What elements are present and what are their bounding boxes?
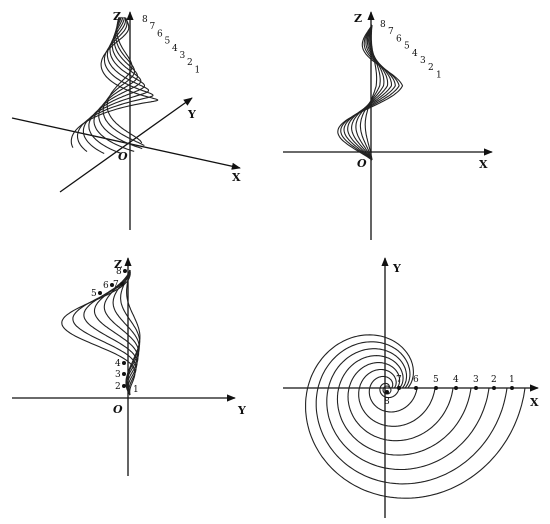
curve-number-label: 2 <box>491 375 497 385</box>
y-axis <box>59 97 193 193</box>
spiral-curve <box>305 334 526 499</box>
curve-number-label: 7 <box>388 27 394 37</box>
curve-number-label: 1 <box>509 375 515 385</box>
curve-number-label: 2 <box>428 63 434 73</box>
y-axis-label: Y <box>237 404 246 417</box>
curve-point-marker <box>122 384 126 388</box>
helix-curve <box>347 24 393 161</box>
z-axis-label: Z <box>354 12 362 25</box>
curve-number-label: 6 <box>103 281 109 291</box>
curve-point-marker <box>397 386 401 390</box>
helix-curve <box>103 269 140 396</box>
curve-point-marker <box>492 386 496 390</box>
curve-point-marker <box>454 386 458 390</box>
origin-label: O <box>113 403 123 416</box>
curve-number-label: 8 <box>384 397 390 407</box>
curve-number-label: 3 <box>115 370 121 380</box>
curve-point-marker <box>510 386 514 390</box>
spiral-curve <box>336 355 472 456</box>
curve-point-marker <box>385 390 389 394</box>
spiral-curve <box>347 362 454 442</box>
panel-yz-projection: Z Y O 1 8 765 43 2 <box>12 257 246 476</box>
curve-point-marker <box>120 282 124 286</box>
spiral-curve <box>379 382 400 399</box>
helix-curves <box>337 24 404 161</box>
curve-number-labels: 1 2 3 4 5 6 7 8 <box>384 375 515 407</box>
helix-curve <box>70 18 159 148</box>
spiral-curve <box>315 341 508 485</box>
panel-xy-projection: Y X 1 2 3 4 5 6 7 8 <box>283 257 539 518</box>
helix-curve <box>359 24 381 161</box>
curve-number-label: 5 <box>404 42 410 52</box>
curve-number-label: 4 <box>172 44 178 54</box>
spiral-curve <box>358 368 436 427</box>
spiral-curve <box>326 348 490 471</box>
helix-curve <box>340 24 400 161</box>
curve-number-label: 1 <box>436 70 442 80</box>
curve-point-marker <box>110 283 114 287</box>
spiral-curve <box>368 375 418 413</box>
curve-point-marker <box>122 361 126 365</box>
helix-curve <box>112 269 140 396</box>
curve-number-label: 7 <box>150 22 156 32</box>
helix-curve <box>337 24 404 161</box>
x-axis-label: X <box>530 396 539 409</box>
curve-number-label: 6 <box>157 29 163 39</box>
curve-point-marker <box>98 291 102 295</box>
curve-number-label: 2 <box>115 382 121 392</box>
curve-number-label: 5 <box>91 289 97 299</box>
y-axis-label: Y <box>392 262 401 275</box>
z-axis-label: Z <box>114 258 122 271</box>
spiral-curves <box>305 334 526 499</box>
origin-label: O <box>357 157 367 170</box>
z-axis-label: Z <box>113 10 121 23</box>
helix-curve <box>83 269 138 396</box>
curve-number-label: 8 <box>116 267 122 277</box>
curve-number-label: 4 <box>412 49 418 59</box>
helix-curve <box>355 24 385 161</box>
curve-number-label: 3 <box>473 375 479 385</box>
helix-curve <box>351 24 389 161</box>
helix-curves <box>61 269 141 396</box>
curve-number-label: 2 <box>187 58 193 68</box>
curve-number-label: 8 <box>142 15 148 25</box>
helix-curve <box>106 17 143 144</box>
curve-number-label: 3 <box>420 56 426 66</box>
helix-curve <box>88 17 146 154</box>
helix-curve <box>61 269 136 396</box>
curve-number-label: 4 <box>453 375 459 385</box>
curve-number-label: 6 <box>396 34 402 44</box>
y-axis-label: Y <box>187 108 196 121</box>
curve-point-marker <box>123 269 127 273</box>
x-axis-label: X <box>479 158 488 171</box>
helix-curve <box>76 17 154 153</box>
curve-point-marker <box>474 386 478 390</box>
curve-point-marker <box>414 386 418 390</box>
curve-number-label: 5 <box>165 37 171 47</box>
curve-number-label: 7 <box>396 375 402 385</box>
curve-number-label: 8 <box>380 20 386 30</box>
curve-number-label: 6 <box>413 375 419 385</box>
curve-number-label: 5 <box>433 375 439 385</box>
x-axis-label: X <box>232 171 241 184</box>
curve-number-label: 3 <box>180 51 186 61</box>
curve-number-label: 7 <box>113 280 119 290</box>
helix-curves <box>70 16 159 154</box>
curve-number-label: 4 <box>115 359 121 369</box>
helix-curve <box>343 24 396 161</box>
curve-number-label: 1 <box>195 65 201 75</box>
curve-point-marker <box>434 386 438 390</box>
curve-number-labels: 1 8 765 43 2 <box>91 267 139 395</box>
curve-number-label: 1 <box>133 385 139 395</box>
curve-point-marker <box>122 372 126 376</box>
origin-label: O <box>118 150 128 163</box>
